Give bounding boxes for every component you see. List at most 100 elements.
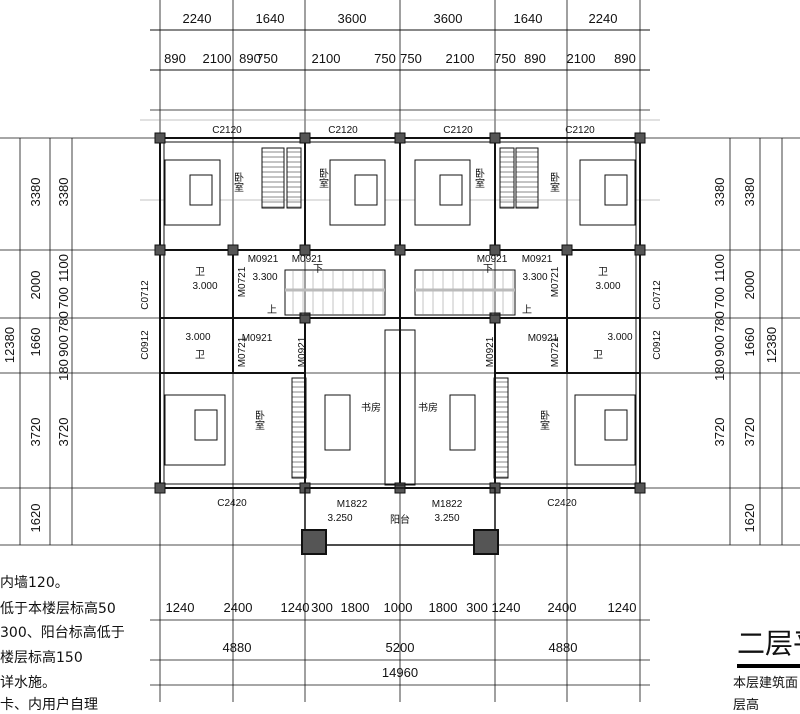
- dimension-label: 890: [614, 51, 636, 66]
- wardrobe: [493, 377, 509, 479]
- structural-column: [299, 244, 311, 256]
- dimension-label: 1800: [429, 600, 458, 615]
- door-label: M1822: [337, 499, 368, 510]
- dimension-label: 2400: [548, 600, 577, 615]
- structural-column: [634, 482, 646, 494]
- structural-column: [227, 244, 239, 256]
- dimension-label: 780: [56, 311, 71, 333]
- room-label-study: 书房: [418, 401, 438, 414]
- dimension-label: 3720: [712, 418, 727, 447]
- door-label: M0921: [522, 254, 553, 265]
- door-label: M0721: [550, 336, 561, 367]
- elevation-mark: 3.300: [252, 272, 277, 283]
- dimension-label: 2240: [183, 11, 212, 26]
- structural-column: [634, 132, 646, 144]
- dimension-label: 750: [374, 51, 396, 66]
- structural-column: [489, 244, 501, 256]
- dimension-label: 3720: [28, 418, 43, 447]
- desk: [449, 394, 476, 451]
- desk: [324, 394, 351, 451]
- door-label: M0721: [237, 336, 248, 367]
- dimension-label: 1660: [742, 328, 757, 357]
- room-label-bathroom: 卫: [598, 267, 608, 278]
- room-label-bedroom: 卧室: [538, 409, 550, 430]
- dimension-label: 2240: [589, 11, 618, 26]
- note-line: 卡、内用户自理: [0, 697, 98, 713]
- elevation-mark: 3.000: [185, 332, 210, 343]
- wardrobe: [515, 147, 539, 209]
- dimension-label: 2400: [224, 600, 253, 615]
- dimension-label: 1800: [341, 600, 370, 615]
- window-label: C0912: [140, 330, 151, 360]
- room-label-bathroom: 卫: [593, 350, 603, 361]
- pillow: [189, 174, 213, 206]
- stair-up-label: 上: [267, 304, 277, 316]
- dimension-label: 12380: [764, 327, 779, 363]
- dimension-label: 700: [712, 287, 727, 309]
- door-label: M0721: [550, 266, 561, 297]
- dimension-label: 4880: [223, 640, 252, 655]
- elevation-mark: 3.250: [327, 513, 352, 524]
- dimension-label: 180: [56, 359, 71, 381]
- door-label: M1822: [432, 499, 463, 510]
- room-label-bedroom: 卧室: [473, 167, 485, 188]
- dimension-label: 1620: [742, 504, 757, 533]
- elevation-mark: 3.300: [522, 272, 547, 283]
- room-label-bedroom: 卧室: [232, 171, 244, 192]
- door-label: M0721: [237, 266, 248, 297]
- dimension-label: 300: [466, 600, 488, 615]
- dimension-label: 3380: [712, 178, 727, 207]
- structural-column: [561, 244, 573, 256]
- wardrobe: [499, 147, 515, 209]
- pillow: [439, 174, 463, 206]
- dimension-label: 3380: [742, 178, 757, 207]
- dimension-label: 1100: [712, 254, 727, 282]
- dimension-label: 1640: [514, 11, 543, 26]
- note-line: 详水施。: [0, 675, 56, 691]
- note-line: 楼层标高150: [0, 650, 83, 666]
- room-label-bedroom: 卧室: [548, 171, 560, 192]
- note-line: 低于本楼层标高50: [0, 601, 116, 617]
- pillow: [194, 409, 218, 441]
- pillow: [604, 409, 628, 441]
- dimension-label: 1240: [608, 600, 637, 615]
- dimension-label: 4880: [549, 640, 578, 655]
- dimension-label: 3380: [28, 178, 43, 207]
- structural-column: [154, 132, 166, 144]
- total-dimension: 14960: [382, 665, 418, 680]
- drawing-subtitle-2: 层高: [733, 698, 760, 713]
- dimension-label: 3720: [56, 418, 71, 447]
- dimension-label: 890: [164, 51, 186, 66]
- room-label-bedroom: 卧室: [317, 167, 329, 188]
- drawing-subtitle: 本层建筑面: [733, 676, 799, 691]
- dimension-label: 900: [712, 335, 727, 357]
- stair-up-label: 上: [522, 304, 532, 316]
- dimension-label: 3600: [434, 11, 463, 26]
- window-label: C0712: [140, 280, 151, 310]
- dimension-label: 1100: [56, 254, 71, 282]
- dimension-label: 1660: [28, 328, 43, 357]
- room-label-bedroom: 卧室: [253, 409, 265, 430]
- window-label: C2420: [547, 498, 577, 509]
- wardrobe: [286, 147, 302, 209]
- dimension-label: 2100: [312, 51, 341, 66]
- dimension-label: 5200: [386, 640, 415, 655]
- elevation-mark: 3.000: [607, 332, 632, 343]
- room-label-bathroom: 卫: [195, 350, 205, 361]
- staircase: [414, 269, 516, 316]
- structural-column: [154, 482, 166, 494]
- room-label-bathroom: 卫: [195, 267, 205, 278]
- stair-down-label: 下: [483, 264, 493, 275]
- dimension-label: 300: [311, 600, 333, 615]
- dimension-label: 2100: [567, 51, 596, 66]
- window-label: C2420: [217, 498, 247, 509]
- dimension-label: 3380: [56, 178, 71, 207]
- stair-down-label: 下: [313, 264, 323, 275]
- dimension-label: 700: [56, 287, 71, 309]
- door-label: M0921: [242, 333, 273, 344]
- dimension-label: 1620: [28, 504, 43, 533]
- dimension-label: 890: [524, 51, 546, 66]
- note-line: 300、阳台标高低于: [0, 625, 125, 641]
- dimension-label: 2100: [203, 51, 232, 66]
